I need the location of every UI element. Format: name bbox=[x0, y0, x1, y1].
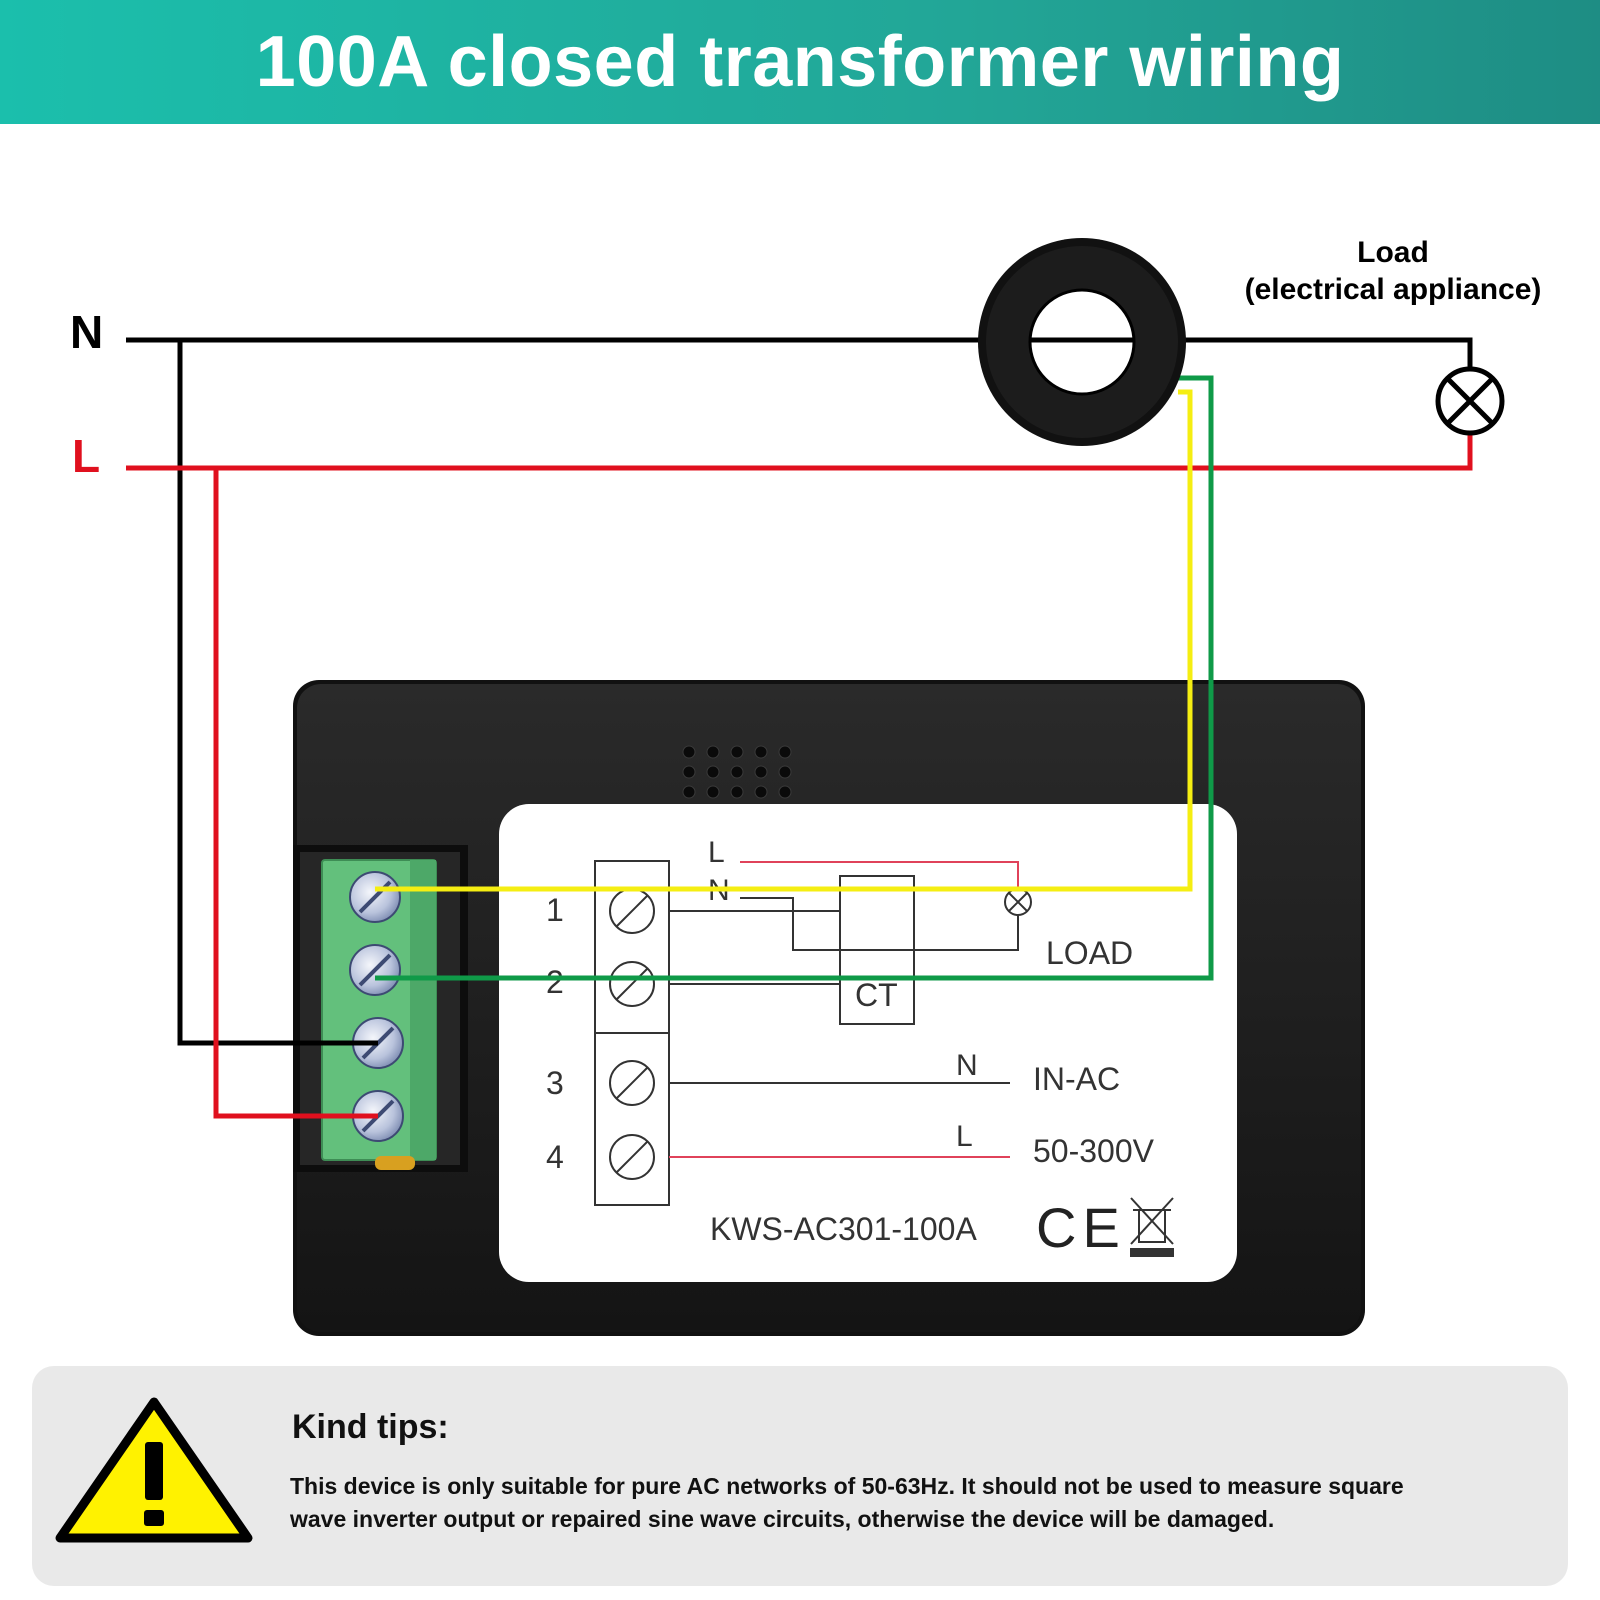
kind-tips-panel: Kind tips: This device is only suitable … bbox=[32, 1366, 1568, 1586]
terminal-number-4: 4 bbox=[546, 1139, 564, 1175]
terminal-number-2: 2 bbox=[546, 964, 564, 1000]
label-lamp-icon bbox=[1004, 888, 1032, 916]
tips-line-1: This device is only suitable for pure AC… bbox=[290, 1473, 1404, 1499]
live-line-label: L bbox=[72, 430, 100, 482]
load-label-subtitle: (electrical appliance) bbox=[1245, 273, 1542, 306]
weee-bin-icon bbox=[1130, 1197, 1174, 1257]
vent-holes bbox=[682, 745, 792, 799]
current-transformer-ring bbox=[978, 238, 1186, 446]
tips-line-2: wave inverter output or repaired sine wa… bbox=[290, 1506, 1275, 1532]
terminal-number-3: 3 bbox=[546, 1065, 564, 1101]
ce-mark: CE bbox=[1036, 1196, 1126, 1259]
page-title: 100A closed transformer wiring bbox=[255, 22, 1345, 102]
neutral-drop-wire bbox=[177, 340, 378, 1046]
load-label-title: Load bbox=[1357, 236, 1429, 269]
neutral-line-label: N bbox=[70, 306, 103, 358]
ct-green-wire bbox=[375, 375, 1214, 981]
header-banner: 100A closed transformer wiring bbox=[0, 0, 1600, 124]
live-drop-wire bbox=[213, 468, 378, 1119]
label-terminal-screws bbox=[609, 888, 655, 1180]
voltage-label: 50-300V bbox=[1033, 1133, 1155, 1169]
load-lamp-icon bbox=[1435, 366, 1505, 436]
warning-icon bbox=[55, 1397, 253, 1543]
load-schematic-label: LOAD bbox=[1046, 935, 1133, 971]
neutral-wire bbox=[126, 337, 1473, 372]
in-l-label: L bbox=[956, 1120, 973, 1153]
meter-device: 1 2 3 4 L N CT LOAD N L IN-AC 50-300V KW… bbox=[293, 680, 1365, 1336]
tips-title: Kind tips: bbox=[292, 1408, 449, 1446]
tips-body: This device is only suitable for pure AC… bbox=[290, 1470, 1530, 1536]
in-n-label: N bbox=[956, 1049, 978, 1082]
ct-yellow-wire bbox=[375, 389, 1193, 892]
schematic-l-label: L bbox=[708, 836, 725, 869]
wires bbox=[126, 337, 1473, 1119]
in-ac-label: IN-AC bbox=[1033, 1061, 1120, 1097]
wiring-diagram: N L Load (electrical appliance) bbox=[70, 236, 1542, 1336]
ct-label: CT bbox=[855, 977, 898, 1013]
live-wire bbox=[126, 430, 1473, 471]
device-label-panel bbox=[499, 804, 1237, 1282]
terminal-number-1: 1 bbox=[546, 892, 564, 928]
model-label: KWS-AC301-100A bbox=[710, 1211, 977, 1247]
